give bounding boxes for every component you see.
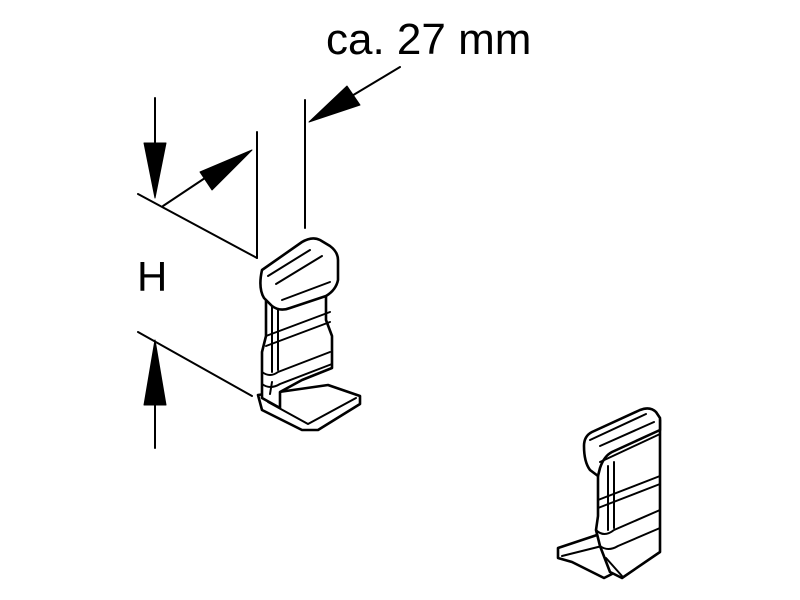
clip-2-hook-line-2 [599, 421, 655, 447]
clip-2-foot-edge [561, 545, 603, 557]
clip-2-hook-line-3 [599, 433, 661, 463]
clip-1-groove-2 [265, 321, 331, 347]
clip-part-2 [556, 407, 662, 580]
clip-2-bend-2 [599, 527, 661, 550]
width-dimension [162, 66, 401, 259]
clip-1-top-hook [259, 237, 340, 311]
clip-1-hook-line-3 [281, 281, 331, 301]
width-arrowhead-left [199, 149, 253, 191]
clip-1-foot [256, 383, 362, 432]
clip-1-foot-edge [267, 397, 357, 425]
height-dimension [137, 97, 258, 449]
clip-2-groove-2 [597, 483, 661, 509]
dimension-width-label: ca. 27 mm [326, 15, 532, 64]
clip-2-groove-1 [597, 475, 661, 501]
clip-1-hook-line-2 [275, 255, 323, 285]
height-arrowhead-bottom [143, 339, 167, 406]
clip-part-1 [256, 237, 362, 432]
clip-2-top-hook [582, 407, 662, 478]
height-arrowhead-top [143, 142, 167, 199]
dimension-height-label: H [137, 253, 168, 300]
height-extension-line-top [137, 193, 258, 259]
clip-1-hook-line-1 [267, 249, 311, 277]
clip-2-bend-3 [605, 557, 623, 577]
width-arrowhead-right [308, 85, 361, 123]
clip-2-hook-line-1 [589, 413, 647, 441]
width-arrow-right-shaft [349, 66, 401, 98]
clip-1-groove-1 [265, 311, 331, 337]
clip-1-bend-3 [269, 381, 273, 395]
height-extension-line-bottom [137, 331, 253, 397]
clip-2-bend-1 [595, 509, 661, 535]
clip-1-bend-1 [261, 351, 331, 376]
